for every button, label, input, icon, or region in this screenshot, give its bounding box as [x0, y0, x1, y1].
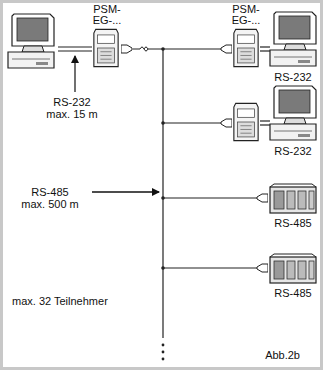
device-name: EG-...: [93, 14, 122, 26]
interface-label: RS-232: [53, 96, 90, 108]
length-label: max. 500 m: [21, 198, 78, 210]
length-label: max. 15 m: [46, 108, 97, 120]
note-label: max. 32 Teilnehmer: [12, 295, 108, 307]
interface-label: RS-232: [274, 71, 311, 83]
device-name: PSM-: [232, 3, 260, 15]
interface-label: RS-485: [274, 287, 311, 299]
device-name: EG-...: [232, 14, 261, 26]
device-name: PSM-: [93, 3, 121, 15]
figure-number: Abb.2b: [265, 349, 300, 361]
interface-label: RS-485: [274, 217, 311, 229]
interface-label: RS-485: [31, 186, 68, 198]
interface-label: RS-232: [274, 145, 311, 157]
